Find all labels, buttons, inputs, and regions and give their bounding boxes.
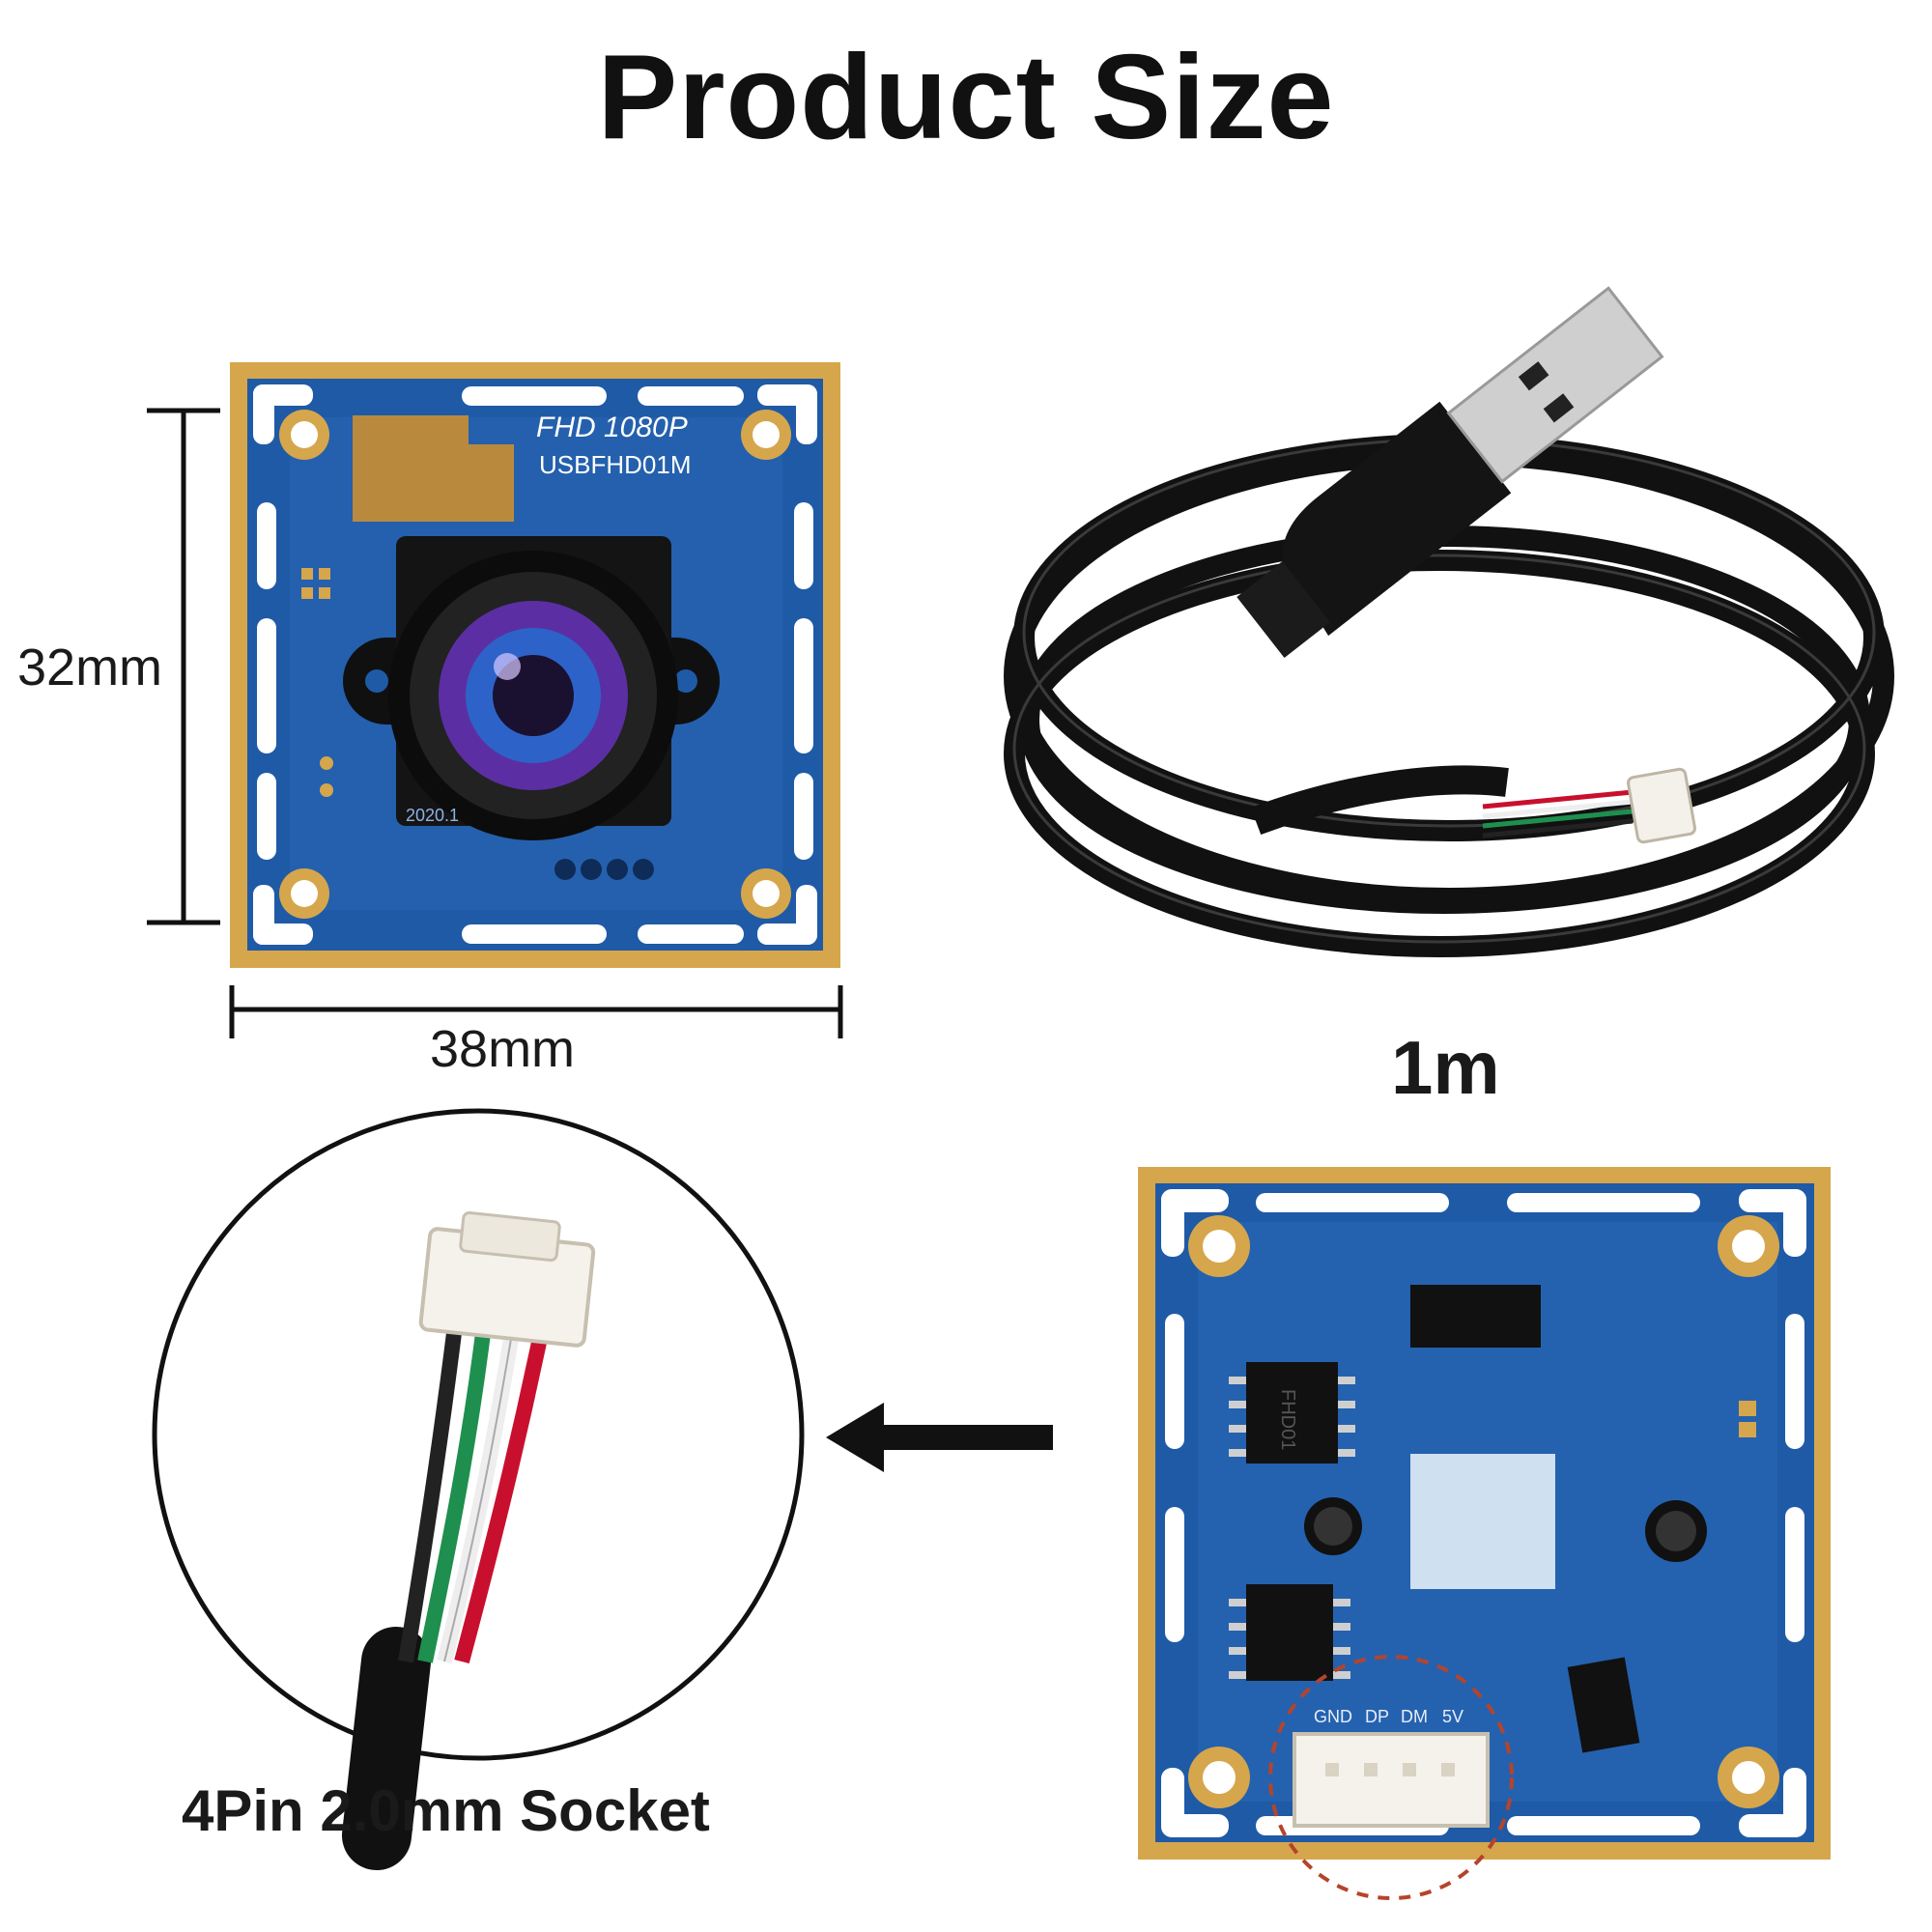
pin-label-5v: 5V: [1442, 1707, 1463, 1726]
usb-cable: [1004, 286, 1894, 957]
pin-label-dp: DP: [1365, 1707, 1389, 1726]
camera-board-back: FHD01 GND DP DM 5V: [1138, 1167, 1831, 1900]
page-title: Product Size: [597, 31, 1335, 164]
camera-board-front: FHD 1080P USBFHD01M 2020.1: [230, 362, 840, 968]
width-dimension-line: [229, 985, 843, 1038]
pin-label-dm: DM: [1401, 1707, 1428, 1726]
height-label: 32mm: [17, 639, 163, 696]
chip-label: FHD01: [1277, 1389, 1298, 1450]
socket-zoom-circle: [152, 1108, 805, 1870]
silk-model: USBFHD01M: [539, 450, 691, 479]
height-dimension-line: [147, 408, 220, 925]
pin-label-gnd: GND: [1314, 1707, 1352, 1726]
socket-caption: 4Pin 2.0mm Socket: [182, 1778, 710, 1843]
socket-highlight-circle: [1268, 1655, 1514, 1900]
cable-length-label: 1m: [1391, 1025, 1500, 1110]
left-arrow-icon: [826, 1403, 1053, 1472]
silk-date: 2020.1: [406, 806, 459, 825]
silk-fhd: FHD 1080P: [536, 412, 688, 443]
width-label: 38mm: [430, 1020, 576, 1078]
